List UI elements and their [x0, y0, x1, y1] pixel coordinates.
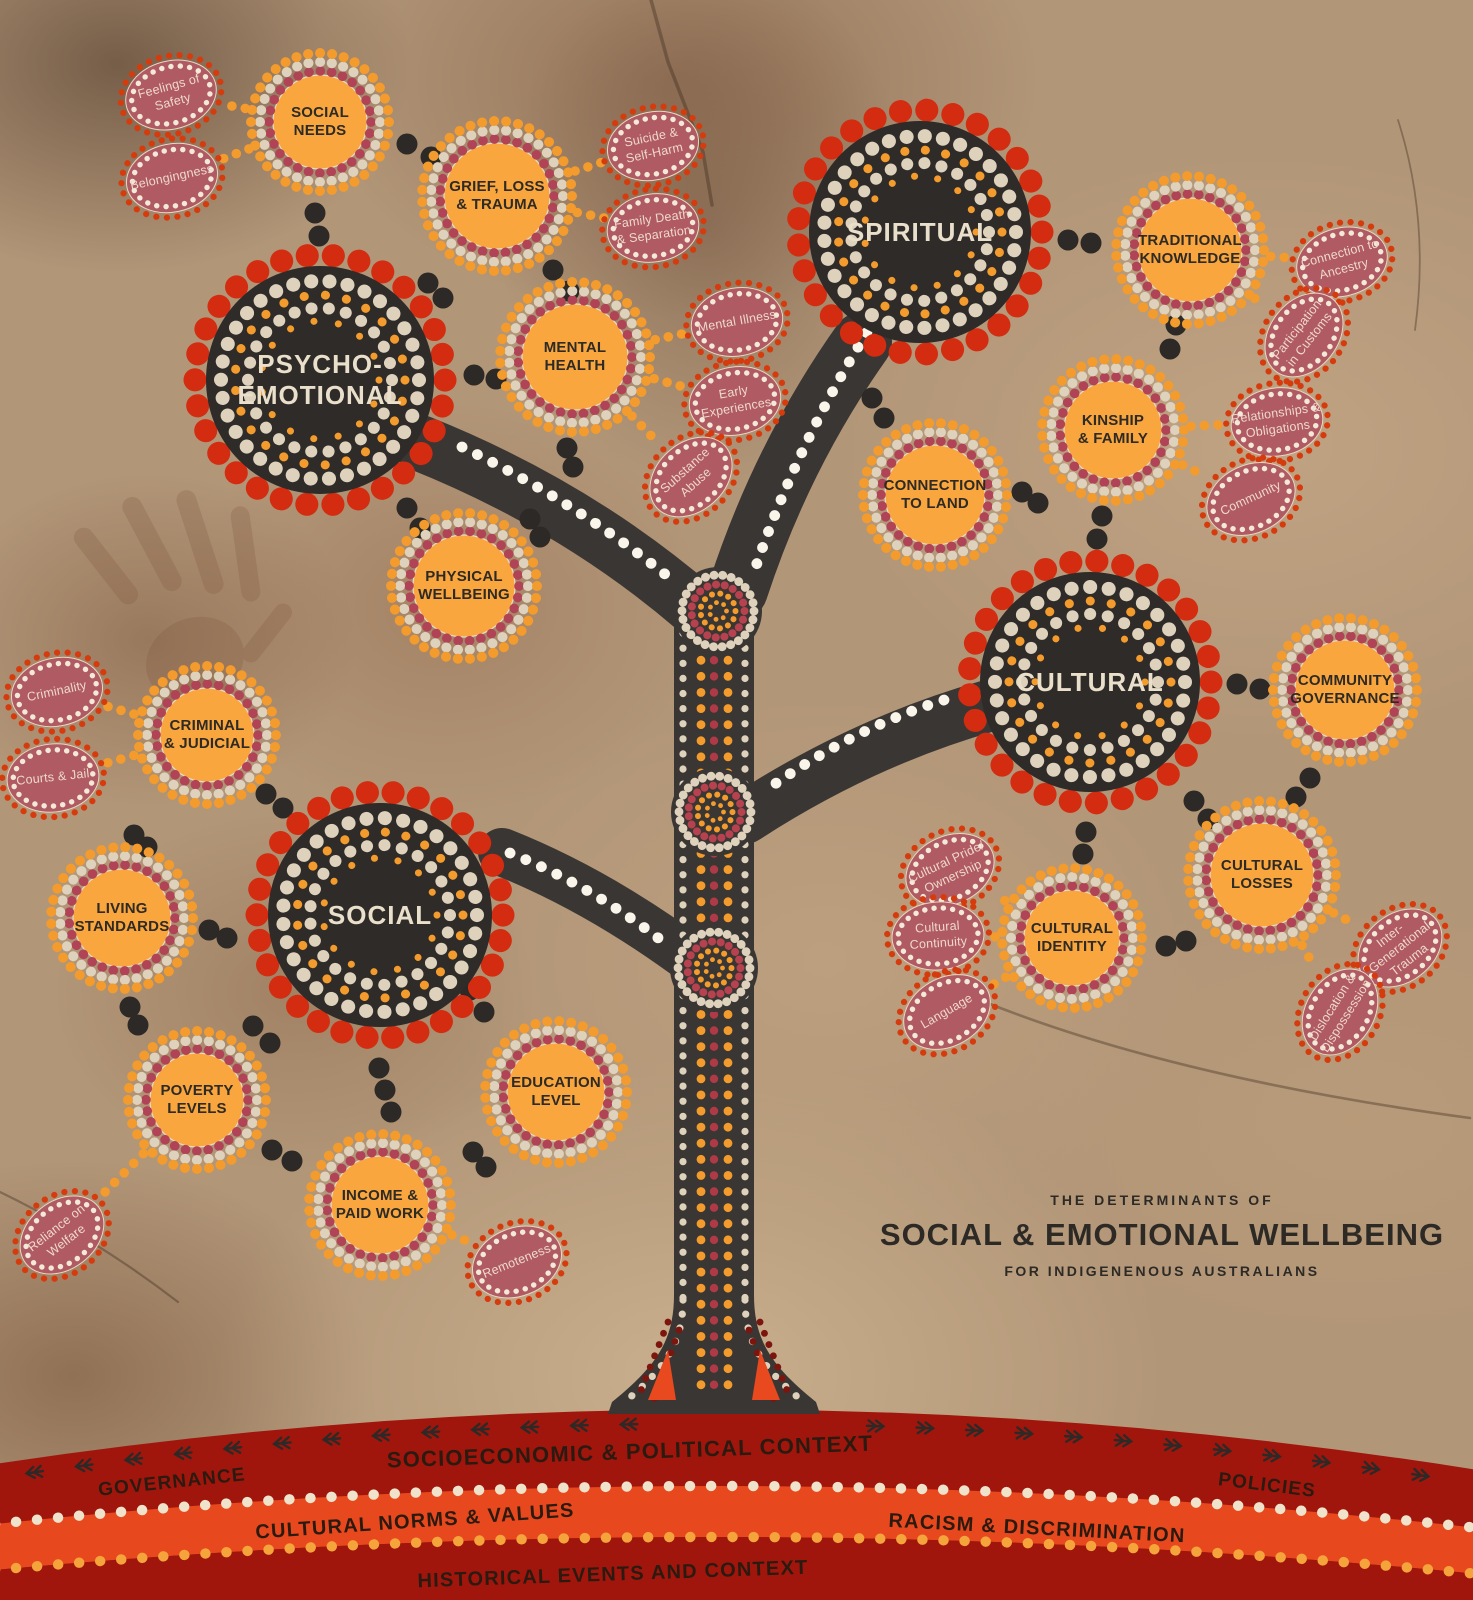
factor-connection-to-land-label: CONNECTION TO LAND: [883, 477, 987, 512]
factor-traditional-knowledge-label: TRADITIONAL KNOWLEDGE: [1138, 232, 1242, 267]
factor-mental-health-label: MENTAL HEALTH: [543, 339, 607, 374]
hub-spiritual: SPIRITUAL: [786, 98, 1054, 366]
factor-social-needs: SOCIAL NEEDS: [246, 48, 394, 196]
influence-relationships-obligations: Relationships & Obligations: [1213, 368, 1341, 475]
factor-community-governance: COMMUNITY GOVERNANCE: [1268, 613, 1422, 767]
hub-psycho-emotional: PSYCHO- EMOTIONAL: [183, 243, 457, 517]
influence-inter-generational-trauma: Inter- Generational Trauma: [1326, 876, 1473, 1020]
influence-feelings-of-safety: Feelings of Safety: [103, 36, 239, 155]
hub-psycho-emotional-label: PSYCHO- EMOTIONAL: [237, 349, 403, 410]
hub-cultural-label: CULTURAL: [1016, 666, 1164, 697]
factor-kinship-family: KINSHIP & FAMILY: [1037, 354, 1189, 506]
influence-mental-illness: Mental Illness: [672, 267, 802, 378]
factor-living-standards-label: LIVING STANDARDS: [74, 900, 170, 935]
influence-courts-jail: Courts & Jail: [0, 726, 115, 830]
factor-living-standards: LIVING STANDARDS: [46, 842, 198, 994]
influence-early-experiences: Early Experiences: [670, 346, 800, 457]
trunk-junction-3: [670, 924, 758, 1012]
influence-remoteness: Remoteness: [446, 1198, 588, 1327]
title-subtitle: FOR INDIGENENOUS AUSTRALIANS: [1004, 1263, 1320, 1279]
title-main: SOCIAL & EMOTIONAL WELLBEING: [879, 1217, 1445, 1252]
branch-psycho: [392, 415, 723, 636]
factor-income-paid-work-label: INCOME & PAID WORK: [335, 1187, 425, 1222]
influence-participation-in-customs: Participation in Customs: [1232, 261, 1376, 409]
influence-family-death-separation: Family Death & Separation: [589, 174, 717, 281]
track-arrows: [24, 1417, 1431, 1483]
factor-criminal-judicial-label: CRIMINAL & JUDICIAL: [163, 717, 251, 752]
factor-social-needs-label: SOCIAL NEEDS: [291, 104, 349, 139]
factor-connection-to-land: CONNECTION TO LAND: [858, 418, 1012, 572]
influence-cultural-continuity-label: Cultural Continuity: [909, 918, 968, 952]
factor-poverty-levels-label: POVERTY LEVELS: [160, 1082, 234, 1117]
influence-cultural-pride-ownership: Cultural Pride/ Ownership: [878, 804, 1022, 936]
influence-suicide-self-harm: Suicide & Self-Harm: [587, 89, 720, 203]
trunk-junction-1: [674, 567, 762, 655]
factor-traditional-knowledge: TRADITIONAL KNOWLEDGE: [1111, 171, 1269, 329]
factor-income-paid-work: INCOME & PAID WORK: [304, 1129, 456, 1281]
factor-cultural-losses-label: CULTURAL LOSSES: [1220, 857, 1304, 892]
hub-social-label: SOCIAL: [327, 899, 433, 930]
base-triangle-left: [648, 1350, 676, 1400]
factor-kinship-family-label: KINSHIP & FAMILY: [1077, 412, 1149, 447]
factor-cultural-identity: CULTURAL IDENTITY: [997, 863, 1147, 1013]
influence-connection-to-ancestry: Connection to Ancestry: [1274, 203, 1410, 322]
branch-spiritual: [708, 312, 892, 620]
factor-education-level-label: EDUCATION LEVEL: [511, 1074, 601, 1109]
factor-education-level: EDUCATION LEVEL: [480, 1016, 632, 1168]
factor-grief-loss-trauma: GRIEF, LOSS & TRAUMA: [417, 116, 577, 276]
factor-cultural-losses: CULTURAL LOSSES: [1183, 796, 1341, 954]
poster-title: THE DETERMINANTS OF SOCIAL & EMOTIONAL W…: [872, 1192, 1452, 1279]
influence-dislocation-dispossession: Dislocation & Dispossession: [1270, 938, 1409, 1085]
factor-physical-wellbeing-label: PHYSICAL WELLBEING: [418, 568, 510, 603]
hub-cultural: CULTURAL: [957, 549, 1223, 815]
influence-reliance-on-welfare: Reliance on Welfare: [0, 1163, 136, 1307]
influence-criminality: Criminality: [0, 635, 123, 749]
influence-substance-abuse: Substance Abuse: [617, 404, 765, 550]
hub-social: SOCIAL: [245, 780, 515, 1050]
factor-criminal-judicial: CRIMINAL & JUDICIAL: [133, 661, 281, 809]
factor-physical-wellbeing: PHYSICAL WELLBEING: [386, 508, 542, 664]
band-historical: [0, 1536, 1473, 1600]
title-kicker: THE DETERMINANTS OF: [1050, 1192, 1274, 1208]
context-bands: [0, 1409, 1473, 1600]
branch-cultural: [719, 680, 1014, 844]
base-triangle-right: [752, 1350, 780, 1400]
branch-white-dots: [456, 312, 950, 950]
influence-belongingness: Belongingness: [106, 121, 239, 235]
factor-poverty-levels: POVERTY LEVELS: [123, 1026, 271, 1174]
influence-language: Language: [874, 943, 1020, 1081]
trunk-junction-2: [671, 768, 759, 856]
influence-cultural-continuity: Cultural Continuity: [877, 886, 999, 986]
factor-cultural-identity-label: CULTURAL IDENTITY: [1030, 920, 1114, 955]
influence-community: Community: [1179, 433, 1323, 565]
factor-community-governance-label: COMMUNITY GOVERNANCE: [1290, 672, 1400, 707]
tree: [392, 312, 1014, 1414]
band-cultural-norms: [0, 1485, 1473, 1574]
factor-mental-health: MENTAL HEALTH: [495, 277, 655, 437]
hub-spiritual-label: SPIRITUAL: [846, 216, 994, 247]
factor-grief-loss-trauma-label: GRIEF, LOSS & TRAUMA: [449, 178, 545, 213]
